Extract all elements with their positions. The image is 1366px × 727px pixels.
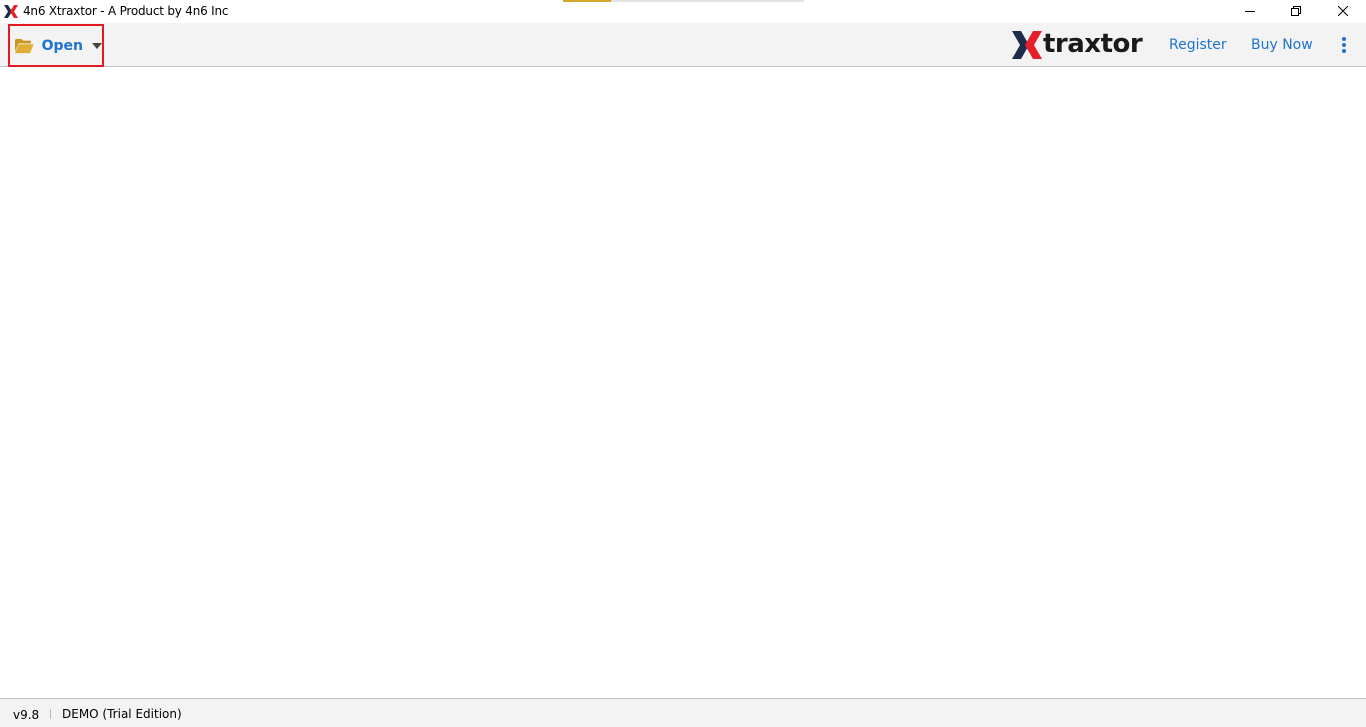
close-button[interactable]: [1320, 0, 1366, 22]
main-content-area: [0, 68, 1366, 698]
close-icon: [1338, 6, 1348, 16]
version-label: v9.8: [13, 708, 40, 722]
register-link[interactable]: Register: [1169, 37, 1227, 53]
open-button-label: Open: [41, 37, 83, 54]
open-button[interactable]: Open: [8, 24, 104, 67]
caret-down-icon[interactable]: [92, 42, 102, 49]
kebab-dot: [1342, 37, 1346, 41]
status-bar: v9.8 DEMO (Trial Edition): [0, 698, 1366, 727]
loading-progress-fill: [563, 0, 612, 2]
xtraxtor-x-icon: [4, 5, 18, 18]
kebab-menu-icon[interactable]: [1336, 35, 1352, 55]
logo-x-icon: [1012, 31, 1042, 59]
loading-progress-bar: [563, 0, 804, 2]
minimize-button[interactable]: [1227, 0, 1273, 22]
kebab-dot: [1342, 49, 1346, 53]
xtraxtor-logo: traxtor: [1012, 29, 1143, 61]
buy-now-link[interactable]: Buy Now: [1251, 37, 1313, 53]
kebab-dot: [1342, 43, 1346, 47]
minimize-icon: [1245, 11, 1255, 12]
edition-label: DEMO (Trial Edition): [62, 707, 182, 721]
restore-icon: [1291, 6, 1301, 16]
logo-text: traxtor: [1043, 29, 1143, 59]
toolbar: Open traxtor Register Buy Now: [0, 23, 1366, 67]
folder-open-icon: [15, 38, 34, 53]
title-bar: 4n6 Xtraxtor - A Product by 4n6 Inc: [0, 0, 1366, 23]
window-title: 4n6 Xtraxtor - A Product by 4n6 Inc: [23, 4, 229, 18]
restore-button[interactable]: [1273, 0, 1319, 22]
status-separator: [50, 709, 51, 719]
